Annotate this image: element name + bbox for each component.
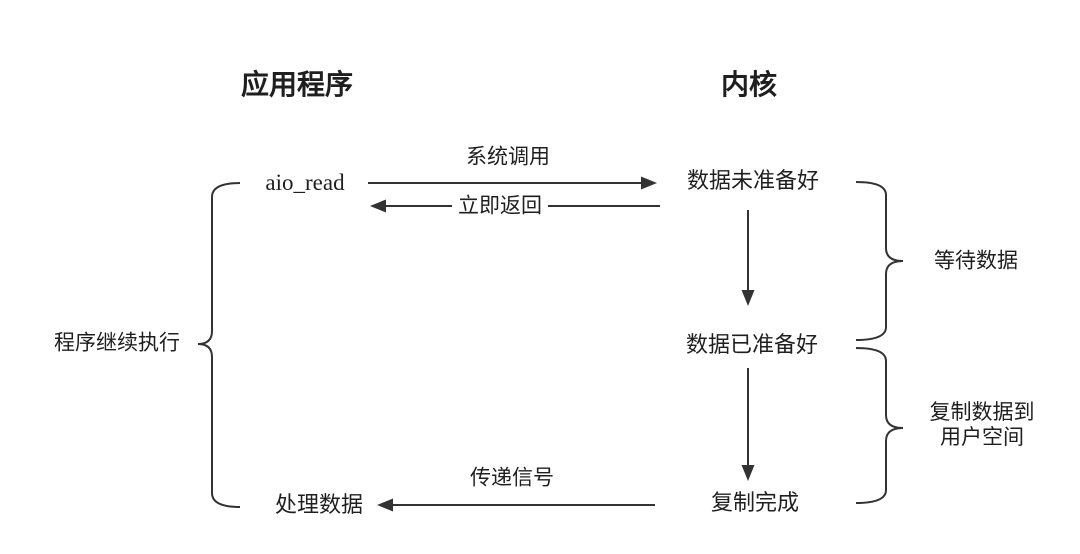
syscall-arrow — [368, 176, 657, 190]
column-header-kernel: 内核 — [720, 69, 778, 101]
copy-arrow — [741, 368, 755, 481]
wait-arrow — [741, 210, 755, 306]
edge-label-return-immediately: 立即返回 — [452, 193, 548, 219]
wait-data-brace — [855, 181, 904, 341]
brace-label-copy-to-user-line2: 用户空间 — [940, 426, 1024, 449]
brace-label-copy-to-user-line1: 复制数据到 — [929, 400, 1035, 424]
column-header-application: 应用程序 — [240, 69, 354, 101]
node-aio-read: aio_read — [265, 170, 345, 196]
node-data-ready: 数据已准备好 — [685, 331, 819, 357]
signal-arrow — [377, 498, 655, 512]
node-copy-done: 复制完成 — [710, 489, 800, 515]
brace-label-program-continues: 程序继续执行 — [54, 331, 180, 355]
edge-label-syscall: 系统调用 — [466, 145, 550, 169]
node-data-not-ready: 数据未准备好 — [686, 167, 820, 193]
brace-label-wait-data: 等待数据 — [934, 249, 1018, 273]
node-process-data: 处理数据 — [274, 491, 364, 517]
brace-label-copy-to-user: 复制数据到 用户空间 — [930, 400, 1035, 450]
copy-user-brace — [855, 347, 904, 504]
left-brace — [197, 182, 241, 508]
edge-label-signal: 传递信号 — [470, 466, 554, 490]
